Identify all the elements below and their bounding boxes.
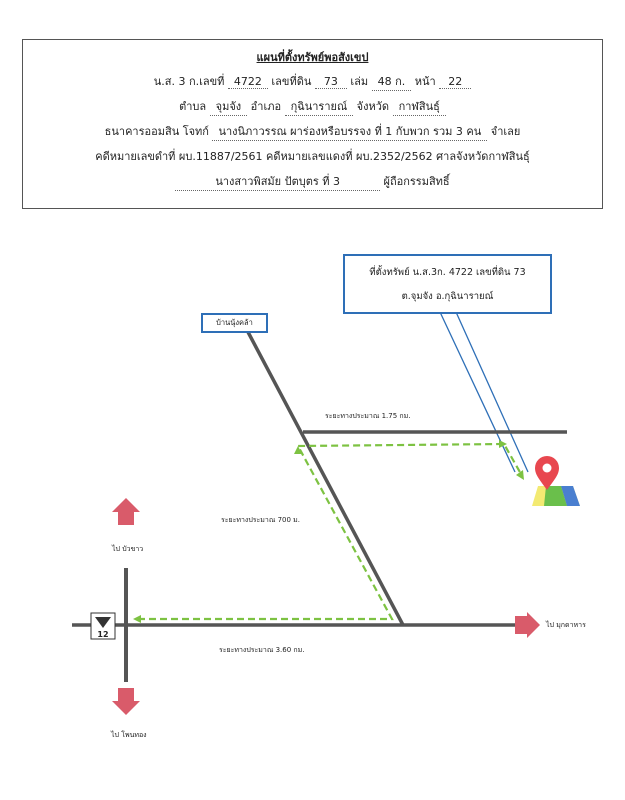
- diagonal-road: [246, 331, 405, 626]
- direction-south-label: ไป โพนทอง: [110, 730, 147, 739]
- deed-number: 4722: [227, 75, 268, 89]
- case-numbers: คดีหมายเลขดำที่ ผบ.11887/2561 คดีหมายเลข…: [95, 150, 530, 163]
- direction-east-label: ไป มุกดาหาร: [545, 620, 586, 629]
- property-callout-line2: ต.จุมจัง อ.กุฉินารายณ์: [401, 291, 494, 302]
- route-start-arrow-icon: [133, 615, 141, 623]
- direction-north-label: ไป บัวขาว: [111, 544, 143, 553]
- distance-top-label: ระยะทางประมาณ 1.75 กม.: [325, 412, 410, 420]
- parties-line: ธนาคารออมสิน โจทก์ นางนิภาวรรณ ผาร่องหรื…: [23, 122, 602, 141]
- land-number: 73: [314, 75, 347, 89]
- page-number: 22: [439, 75, 472, 89]
- callout-line: [439, 311, 516, 473]
- south-arrow-icon: [112, 688, 140, 715]
- route-end-arrow-icon: [516, 470, 524, 480]
- defendant-suffix: จำเลย: [490, 125, 521, 138]
- property-callout-line1: ที่ตั้งทรัพย์ น.ส.3ก. 4722 เลขที่ดิน 73: [369, 267, 526, 278]
- book-label: เล่ม: [350, 75, 369, 88]
- property-callout: ที่ตั้งทรัพย์ น.ส.3ก. 4722 เลขที่ดิน 73 …: [343, 254, 552, 314]
- village-label: บ้านนุ้งคล้า: [201, 313, 268, 333]
- route-turn-arrow-icon: [499, 440, 507, 448]
- deed-line: น.ส. 3 ก.เลขที่ 4722 เลขที่ดิน 73 เล่ม 4…: [23, 72, 602, 91]
- plaintiff: ธนาคารออมสิน โจทก์: [104, 125, 209, 138]
- owner-name: นางสาวพิสมัย ปัตบุตร ที่ 3: [175, 172, 381, 191]
- distance-diag-label: ระยะทางประมาณ 700 ม.: [221, 516, 300, 524]
- deed-prefix: น.ส. 3 ก.เลขที่: [153, 75, 225, 88]
- subdistrict-value: จุมจัง: [209, 97, 248, 116]
- north-arrow-icon: [112, 498, 140, 525]
- province-value: กาฬสินธุ์: [392, 97, 446, 116]
- page-label: หน้า: [414, 75, 436, 88]
- location-line: ตำบล จุมจัง อำเภอ กุฉินารายณ์ จังหวัด กา…: [23, 97, 602, 116]
- land-parcel: [544, 486, 567, 506]
- garuda-emblem-icon: [95, 617, 111, 628]
- highway-number: 12: [97, 630, 108, 639]
- east-arrow-icon: [515, 612, 540, 638]
- location-pin-icon: [535, 456, 559, 490]
- subdistrict-label: ตำบล: [179, 100, 207, 113]
- defendant: นางนิภาวรรณ ผาร่องหรือบรรจง ที่ 1 กับพวก…: [212, 122, 488, 141]
- callout-line: [455, 311, 529, 473]
- land-label: เลขที่ดิน: [271, 75, 312, 88]
- owner-line: นางสาวพิสมัย ปัตบุตร ที่ 3 ผู้ถือกรรมสิท…: [23, 172, 602, 191]
- owner-suffix: ผู้ถือกรรมสิทธิ์: [383, 175, 450, 188]
- pin-dot: [542, 463, 552, 473]
- route-path: [138, 442, 522, 621]
- page-title: แผนที่ตั้งทรัพย์พอสังเขป: [256, 51, 369, 64]
- book-number: 48 ก.: [371, 72, 412, 91]
- district-label: อำเภอ: [250, 100, 282, 113]
- header-box: แผนที่ตั้งทรัพย์พอสังเขป น.ส. 3 ก.เลขที่…: [22, 39, 603, 209]
- province-label: จังหวัด: [356, 100, 390, 113]
- land-parcel: [561, 486, 580, 506]
- route-turn-arrow-icon: [294, 446, 302, 454]
- district-value: กุฉินารายณ์: [284, 97, 354, 116]
- distance-bottom-label: ระยะทางประมาณ 3.60 กม.: [219, 646, 304, 654]
